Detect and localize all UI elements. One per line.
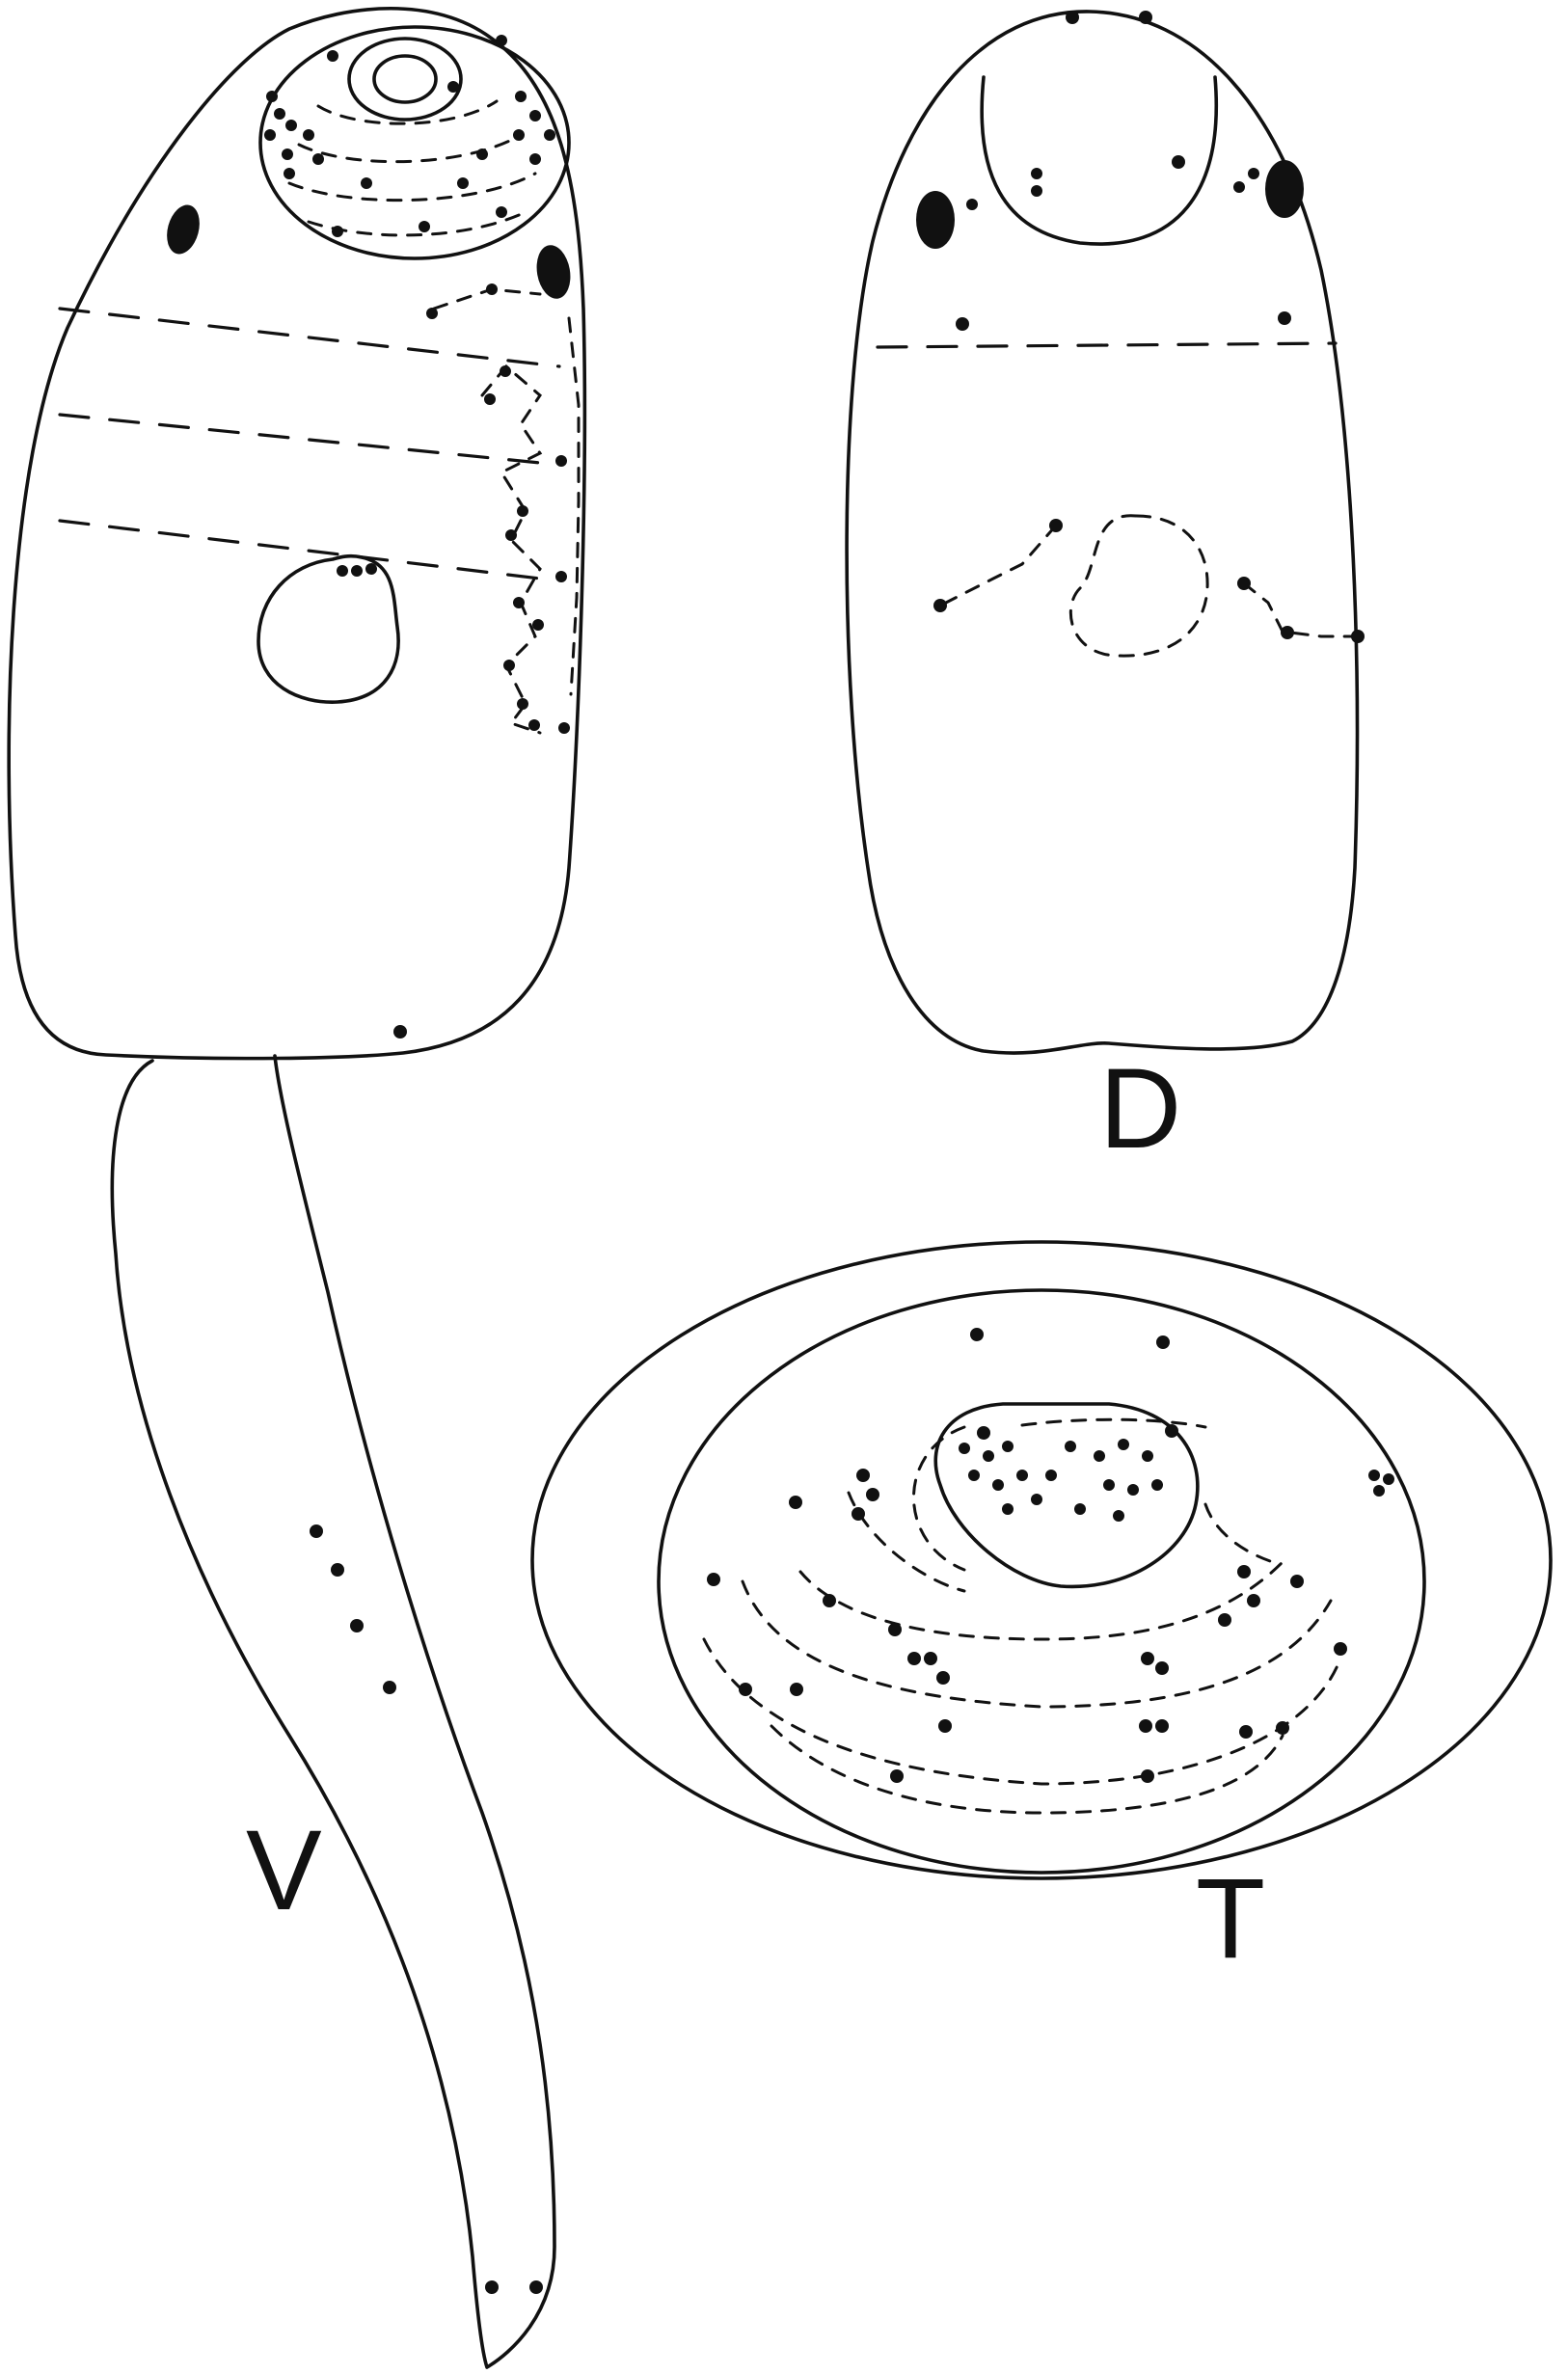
ventral-tail-sensilla xyxy=(310,1524,543,2294)
panel-label-d: D xyxy=(1099,1045,1181,1173)
ventral-body-outline xyxy=(7,6,587,1061)
dorsal-eyespot-right xyxy=(1265,160,1304,218)
ventral-dashed-line-3 xyxy=(58,519,542,580)
sucker-inner-ring xyxy=(657,1288,1426,1875)
panel-label-t: T xyxy=(1196,1855,1265,1983)
dorsal-oral-sucker xyxy=(980,75,1218,246)
dorsal-collecting-duct-left xyxy=(938,524,1058,607)
ventral-eyespot-left xyxy=(167,204,200,255)
dorsal-excretory-bladder xyxy=(1068,514,1209,658)
ventral-dashed-line-1 xyxy=(58,307,561,368)
sucker-outer-ring xyxy=(530,1240,1553,1880)
ventral-dashed-line-2 xyxy=(58,413,542,465)
ventral-oral-sucker xyxy=(258,25,571,260)
dorsal-eyespot-left xyxy=(916,191,955,249)
ventral-eyespot-right xyxy=(536,245,571,299)
ventral-acetabulum xyxy=(257,553,400,704)
sucker-sensilla xyxy=(707,1328,1394,1783)
sucker-mouth xyxy=(933,1402,1200,1589)
ventral-posterior-dot xyxy=(393,1025,407,1039)
panel-label-v: V xyxy=(246,1807,322,1934)
ventral-tail xyxy=(110,1054,556,2369)
ventral-view: V xyxy=(7,6,587,2369)
dorsal-view: D xyxy=(845,10,1365,1173)
dorsal-dashed-line xyxy=(876,341,1338,349)
sucker-view: T xyxy=(530,1240,1553,1983)
ventral-sensilla xyxy=(264,35,570,734)
dorsal-collecting-duct-right xyxy=(1242,581,1360,638)
